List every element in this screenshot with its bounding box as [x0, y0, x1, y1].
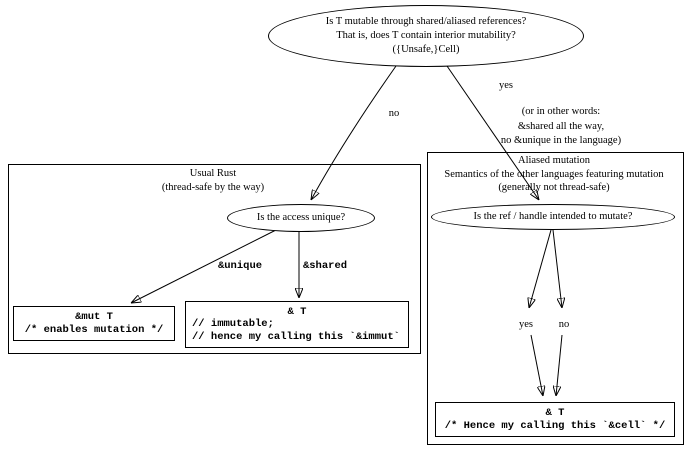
left-cluster-title: Usual Rust (thread-safe by the way) — [162, 167, 264, 194]
root-question-line2: That is, does T contain interior mutabil… — [336, 30, 516, 41]
immut-box-line1: & T — [287, 305, 307, 318]
node-mut-ref-box: &mut T /* enables mutation */ — [13, 306, 175, 341]
root-question-line3: ({Unsafe,}Cell) — [392, 44, 460, 55]
node-root-question: Is T mutable through shared/aliased refe… — [268, 5, 584, 67]
node-access-unique-question: Is the access unique? — [227, 204, 375, 232]
cluster-aliased-mutation — [427, 152, 684, 445]
node-cell-ref-box: & T /* Hence my calling this `&cell` */ — [435, 402, 675, 437]
left-cluster-title-line2: (thread-safe by the way) — [161, 181, 265, 193]
right-cluster-title: Aliased mutation Semantics of the other … — [444, 154, 663, 195]
mut-box-line2: /* enables mutation */ — [24, 323, 164, 336]
edge-label-yes-note: (or in other words: &shared all the way,… — [501, 105, 621, 149]
edge-label-shared: &shared — [302, 260, 348, 272]
yes-note-line3: no &unique in the language) — [500, 135, 622, 146]
intent-mutate-question-text: Is the ref / handle intended to mutate? — [473, 211, 633, 222]
edge-label-yes: yes — [499, 80, 513, 91]
node-immut-ref-box: & T // immutable; // hence my calling th… — [185, 301, 409, 348]
edge-label-no: no — [388, 108, 400, 119]
left-cluster-title-line1: Usual Rust — [189, 168, 237, 179]
cell-box-line2: /* Hence my calling this `&cell` */ — [444, 419, 666, 432]
access-unique-question-text: Is the access unique? — [256, 212, 346, 223]
edge-label-intent-yes: yes — [519, 319, 533, 330]
mut-box-line1: &mut T — [75, 310, 113, 323]
node-intent-mutate-question: Is the ref / handle intended to mutate? — [431, 204, 675, 230]
immut-box-line3: // hence my calling this `&immut` — [192, 330, 400, 343]
right-cluster-title-line2: Semantics of the other languages featuri… — [444, 168, 664, 180]
edge-label-intent-no: no — [558, 319, 570, 330]
yes-note-line1: (or in other words: — [521, 106, 601, 117]
cluster-usual-rust — [8, 164, 421, 354]
right-cluster-title-line3: (generally not thread-safe) — [498, 182, 610, 193]
cell-box-line1: & T — [545, 406, 565, 419]
immut-box-line2: // immutable; — [192, 318, 274, 331]
edge-label-unique: &unique — [217, 260, 263, 272]
root-question-line1: Is T mutable through shared/aliased refe… — [325, 16, 527, 27]
right-cluster-title-line1: Aliased mutation — [517, 155, 591, 166]
yes-note-line2: &shared all the way, — [517, 120, 605, 132]
